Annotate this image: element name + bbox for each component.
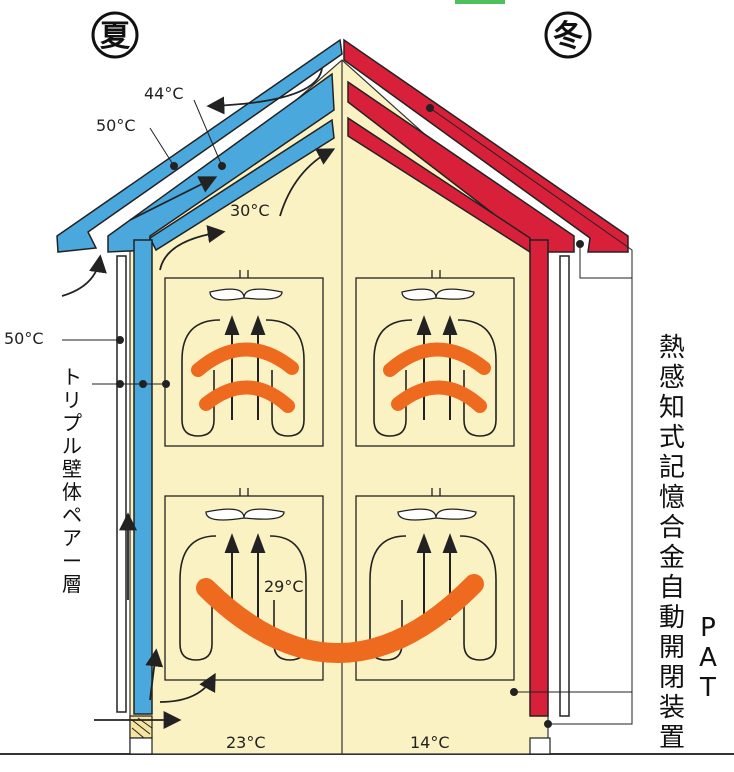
top-accent [455, 0, 505, 4]
vertical-glyph: A [699, 643, 717, 673]
vertical-glyph: リ [62, 388, 82, 412]
vertical-glyph: ー [62, 549, 82, 573]
winter-outer-roof [343, 38, 629, 253]
temp-attic: 30°C [230, 201, 270, 220]
vertical-glyph: ペ [62, 503, 82, 527]
vertical-glyph: ト [62, 365, 82, 389]
vertical-glyph: 感 [659, 363, 685, 393]
winter-outer-panel [559, 255, 570, 717]
fan-top-left [209, 270, 283, 301]
fan-bottom-left [205, 488, 285, 521]
fans [205, 270, 477, 521]
label-device-code: PAT [699, 613, 717, 703]
vertical-glyph: 自 [659, 573, 685, 603]
vertical-glyph: 記 [659, 453, 685, 483]
arrows-bottom-right [416, 533, 458, 620]
swirl-top-left-1 [191, 342, 299, 377]
swirl-top-left-2 [199, 380, 295, 413]
winter-base [529, 737, 551, 755]
duct-loops [179, 319, 497, 661]
room-bottom-right [355, 495, 515, 681]
fan-top-right [401, 270, 475, 301]
temp-roof-inner: 44°C [144, 84, 184, 103]
winter-layers [343, 38, 629, 717]
vertical-glyph: 合 [659, 513, 685, 543]
vertical-glyph: 閉 [659, 663, 685, 693]
room-top-right [355, 277, 515, 447]
swirl-bottom-arc [196, 574, 484, 663]
vertical-glyph: 式 [659, 423, 685, 453]
summer-badge: 夏 [91, 11, 139, 59]
temp-wall-left: 50°C [4, 329, 44, 348]
summer-outer-panel [116, 255, 127, 713]
vertical-glyph: 知 [659, 393, 685, 423]
summer-base [129, 737, 153, 755]
leaders [62, 99, 633, 728]
vertical-glyph: 装 [659, 693, 685, 723]
swirl-top-right-2 [391, 380, 487, 413]
room-bottom-left [164, 495, 324, 681]
summer-label: 夏 [100, 19, 131, 54]
vertical-glyph: ア [62, 526, 82, 550]
vertical-glyph: ル [62, 434, 82, 458]
summer-outer-roof [56, 38, 343, 253]
heat-swirls [191, 342, 491, 663]
room-panels [164, 277, 515, 681]
vertical-glyph: 熱 [659, 333, 685, 363]
swirl-top-right-1 [383, 342, 491, 377]
vertical-glyph: 憶 [659, 483, 685, 513]
temp-room-lower: 29°C [264, 577, 304, 596]
temp-roof-outer: 50°C [96, 116, 136, 135]
vertical-glyph: 層 [62, 572, 82, 596]
vertical-glyph: P [700, 613, 716, 643]
vertical-glyph: 置 [659, 723, 685, 753]
vertical-glyph: 体 [62, 480, 82, 504]
winter-badge: 冬 [544, 11, 592, 59]
vertical-glyph: T [699, 673, 716, 703]
winter-wall [529, 239, 549, 717]
arrows-bottom-left [224, 533, 266, 620]
room-top-left [164, 277, 324, 447]
summer-inner-roof-2 [149, 118, 335, 252]
vertical-glyph: 金 [659, 543, 685, 573]
fan-bottom-right [397, 488, 477, 521]
vertical-glyph: プ [62, 411, 82, 435]
vertical-glyph: 壁 [62, 457, 82, 481]
airflow-arrows [61, 67, 336, 729]
winter-label: 冬 [553, 19, 583, 54]
temp-floor-winter: 14°C [410, 733, 450, 752]
temp-floor-summer: 23°C [226, 733, 266, 752]
vertical-glyph: 動 [659, 603, 685, 633]
summer-wall [133, 239, 153, 715]
vertical-glyph: 開 [659, 633, 685, 663]
